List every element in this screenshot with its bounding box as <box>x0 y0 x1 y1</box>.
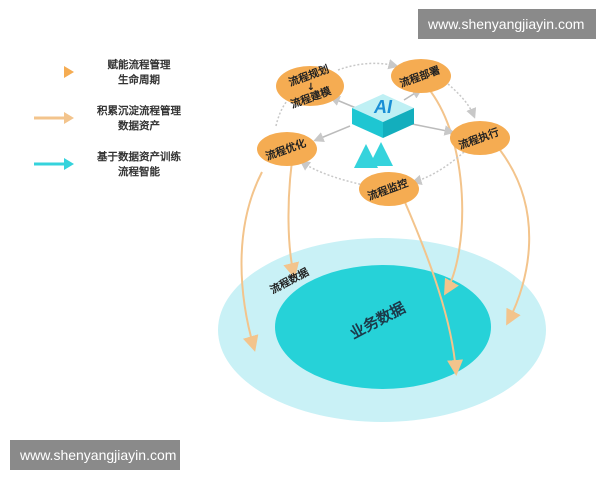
legend-line-2: 数据资产 <box>118 120 160 132</box>
legend-text-intelligence: 基于数据资产训练 流程智能 <box>84 150 194 180</box>
legend-text-lifecycle: 赋能流程管理 生命周期 <box>84 58 194 88</box>
legend-teal-arrow-icon <box>34 158 74 170</box>
curve-center <box>403 199 464 376</box>
legend-text-data-assets: 积累沉淀流程管理 数据资产 <box>84 104 194 134</box>
cycle-execute-to-monitor <box>411 151 465 185</box>
node-optimize: 流程优化 <box>257 132 317 166</box>
inner-data-ellipse <box>275 265 491 389</box>
ai-to-design <box>329 96 357 109</box>
watermark-bottom: www.shenyangjiayin.com <box>10 440 180 470</box>
node-deploy: 流程部署 <box>391 59 451 93</box>
legend-item-intelligence: 基于数据资产训练 流程智能 <box>34 150 204 190</box>
legend-line-2: 生命周期 <box>118 74 160 86</box>
legend-line-1: 基于数据资产训练 <box>97 151 181 163</box>
legend-item-lifecycle: 赋能流程管理 生命周期 <box>34 58 204 98</box>
node-execute: 流程执行 <box>450 121 510 155</box>
node-monitor: 流程监控 <box>359 172 419 206</box>
ai-to-execute <box>411 123 455 136</box>
node-design-arrow: ↓ <box>307 82 315 93</box>
legend-line-2: 流程智能 <box>118 166 160 178</box>
node-design: 流程规划 ↓ 流程建模 <box>276 62 344 111</box>
cycle-design-to-deploy <box>337 59 399 71</box>
legend-line-1: 积累沉淀流程管理 <box>97 105 181 117</box>
legend-orange-arrow-icon <box>34 112 74 124</box>
legend-item-data-assets: 积累沉淀流程管理 数据资产 <box>34 104 204 144</box>
ai-label: AI <box>373 97 393 117</box>
curve-right-outer <box>499 149 531 326</box>
curve-right-inner <box>427 87 464 296</box>
cycle-deploy-to-execute <box>447 83 477 119</box>
legend-line-1: 赋能流程管理 <box>107 59 171 71</box>
legend-gradient-arrow-icon <box>34 66 74 78</box>
curve-left-outer <box>240 171 263 352</box>
cycle-monitor-to-optimize <box>299 160 369 187</box>
ai-chip: AI <box>352 94 414 138</box>
ai-to-optimize <box>313 125 351 142</box>
watermark-top: www.shenyangjiayin.com <box>418 9 596 39</box>
